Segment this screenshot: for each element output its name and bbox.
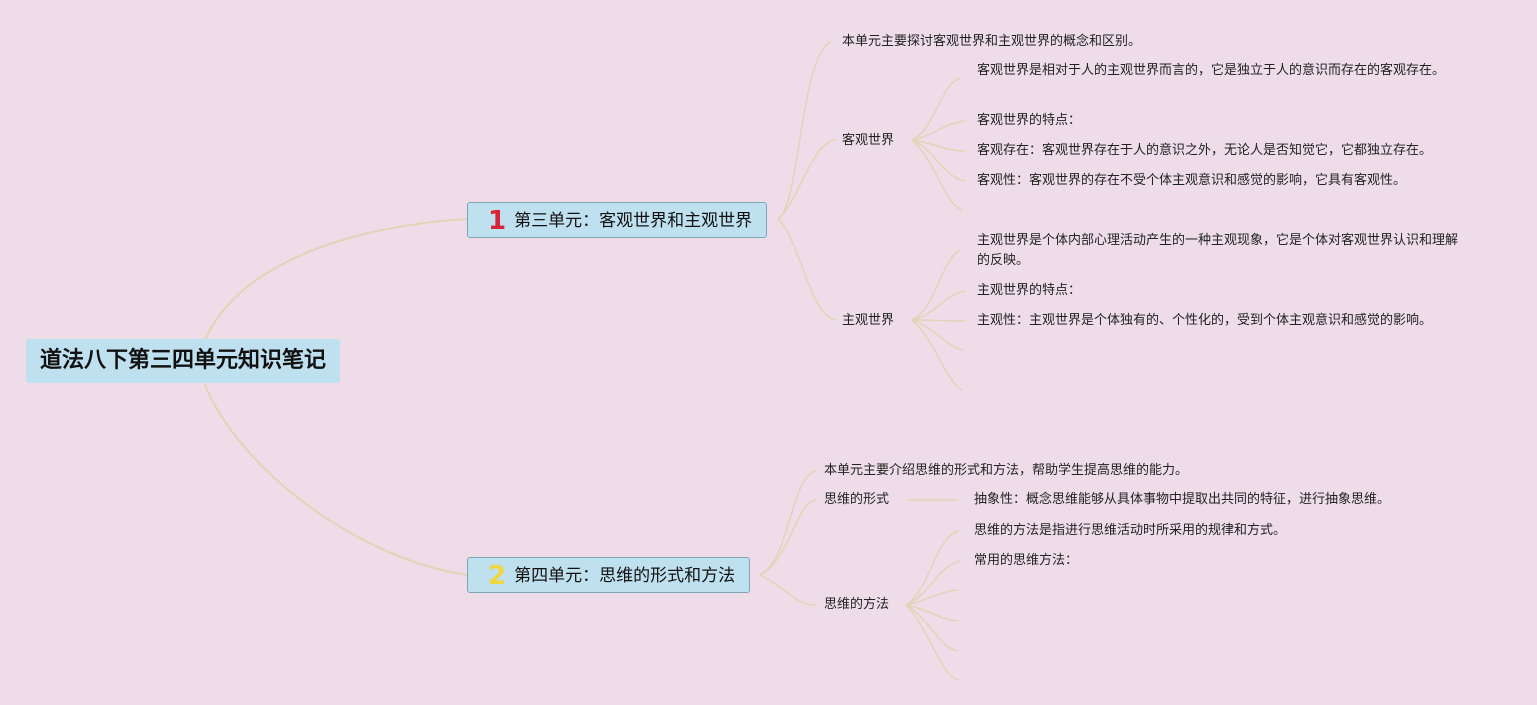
unit4-label: 第四单元：思维的形式和方法: [514, 566, 736, 586]
objective-item-3[interactable]: 客观存在：客观世界存在于人的意识之外，无论人是否知觉它，它都独立存在。: [977, 143, 1433, 158]
unit3-topic[interactable]: 1 第三单元：客观世界和主观世界: [467, 202, 768, 238]
link-unit4-methods: [759, 574, 816, 606]
objective-world-topic[interactable]: 客观世界: [842, 133, 895, 148]
unit3-label: 第三单元：客观世界和主观世界: [514, 211, 753, 231]
root-title: 道法八下第三四单元知识笔记: [40, 348, 327, 373]
thinking-methods-topic[interactable]: 思维的方法: [824, 597, 890, 612]
methods-item-1[interactable]: 思维的方法是指进行思维活动时所采用的规律和方式。: [974, 523, 1287, 538]
root-topic[interactable]: 道法八下第三四单元知识笔记: [26, 339, 341, 383]
thinking-forms-topic[interactable]: 思维的形式: [824, 492, 890, 507]
unit4-number-badge: 2: [488, 561, 507, 591]
unit4-intro[interactable]: 本单元主要介绍思维的形式和方法，帮助学生提高思维的能力。: [824, 463, 1189, 478]
unit3-intro[interactable]: 本单元主要探讨客观世界和主观世界的概念和区别。: [842, 34, 1142, 49]
link-unit4-intro: [759, 470, 816, 576]
link-unit4-forms: [759, 499, 816, 576]
methods-item-2[interactable]: 常用的思维方法：: [974, 553, 1079, 568]
unit4-topic[interactable]: 2 第四单元：思维的形式和方法: [467, 557, 751, 593]
link-unit3-subjective: [777, 218, 836, 321]
objective-item-2[interactable]: 客观世界的特点：: [977, 113, 1082, 128]
link-unit3-intro: [777, 41, 831, 220]
objective-item-4[interactable]: 客观性：客观世界的存在不受个体主观意识和感觉的影响，它具有客观性。: [977, 173, 1407, 188]
subjective-world-topic[interactable]: 主观世界: [842, 313, 895, 328]
subjective-item-1[interactable]: 主观世界是个体内部心理活动产生的一种主观现象，它是个体对客观世界认识和理解的反映…: [977, 233, 1459, 268]
objective-item-1[interactable]: 客观世界是相对于人的主观世界而言的，它是独立于人的意识而存在的客观存在。: [977, 63, 1446, 78]
link-root-unit4: [204, 384, 469, 576]
link-unit3-objective: [777, 139, 836, 220]
subjective-item-3[interactable]: 主观性：主观世界是个体独有的、个性化的，受到个体主观意识和感觉的影响。: [977, 313, 1433, 328]
forms-item-1[interactable]: 抽象性：概念思维能够从具体事物中提取出共同的特征，进行抽象思维。: [974, 492, 1391, 507]
subjective-item-2[interactable]: 主观世界的特点：: [977, 283, 1082, 298]
unit3-number-badge: 1: [488, 206, 507, 236]
link-root-unit3: [204, 218, 469, 341]
